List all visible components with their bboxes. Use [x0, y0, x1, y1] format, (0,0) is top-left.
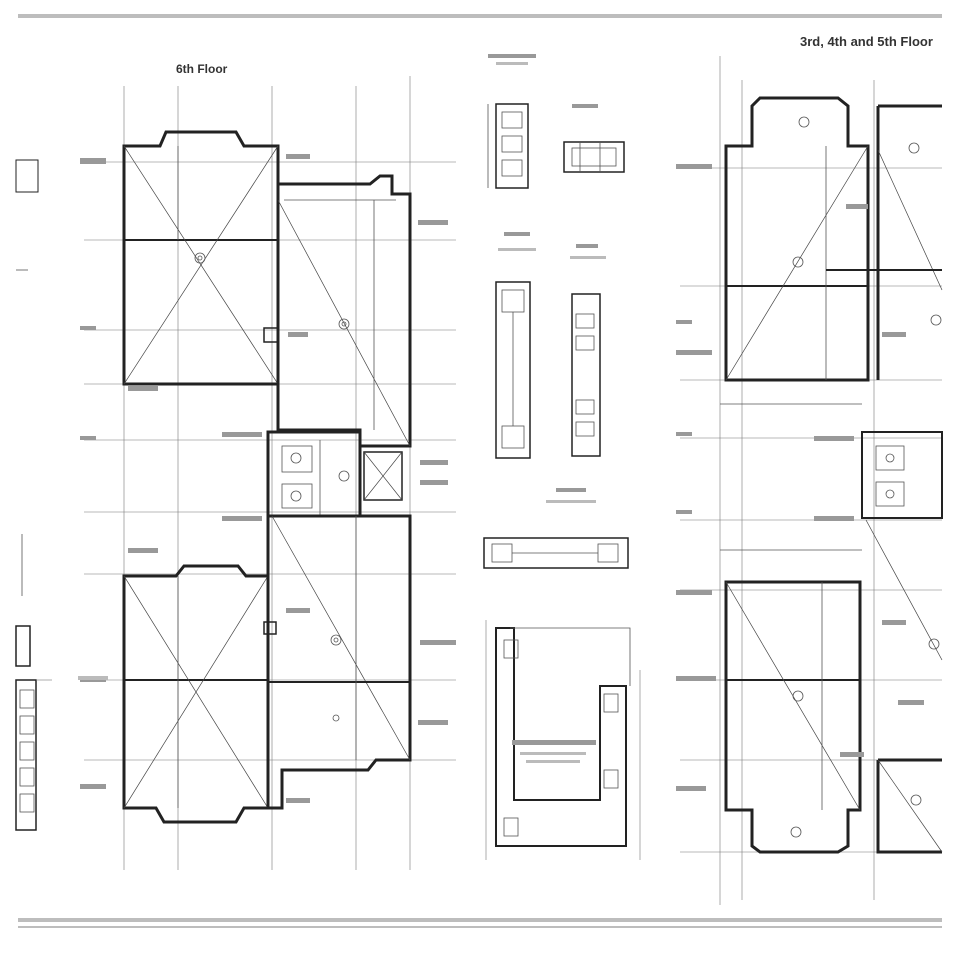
- plan-3rd-5th-floor: [676, 56, 943, 905]
- grid-lines-right: [680, 56, 942, 905]
- sheet-border-bottom: [18, 918, 942, 922]
- sheet-border-bottom-inner: [18, 926, 942, 928]
- lower-right-unit: [266, 514, 412, 810]
- plan-title-3rd-5th-floor: 3rd, 4th and 5th Floor: [800, 34, 933, 49]
- right-core: [720, 403, 943, 551]
- lower-left-unit: [122, 564, 277, 824]
- upper-right-unit: [263, 174, 412, 448]
- plan-title-6th-floor: 6th Floor: [176, 62, 228, 76]
- right-upper-unit: [724, 96, 943, 382]
- cropped-adjacent-detail: [15, 159, 52, 831]
- right-lower-unit: [724, 519, 943, 854]
- left-plan-annotations: [78, 154, 456, 803]
- plan-6th-floor: [78, 76, 456, 870]
- upper-left-unit: [122, 130, 280, 386]
- right-plan-annotations: [676, 164, 924, 791]
- column-details: [483, 54, 641, 860]
- sheet-border-top: [18, 14, 942, 18]
